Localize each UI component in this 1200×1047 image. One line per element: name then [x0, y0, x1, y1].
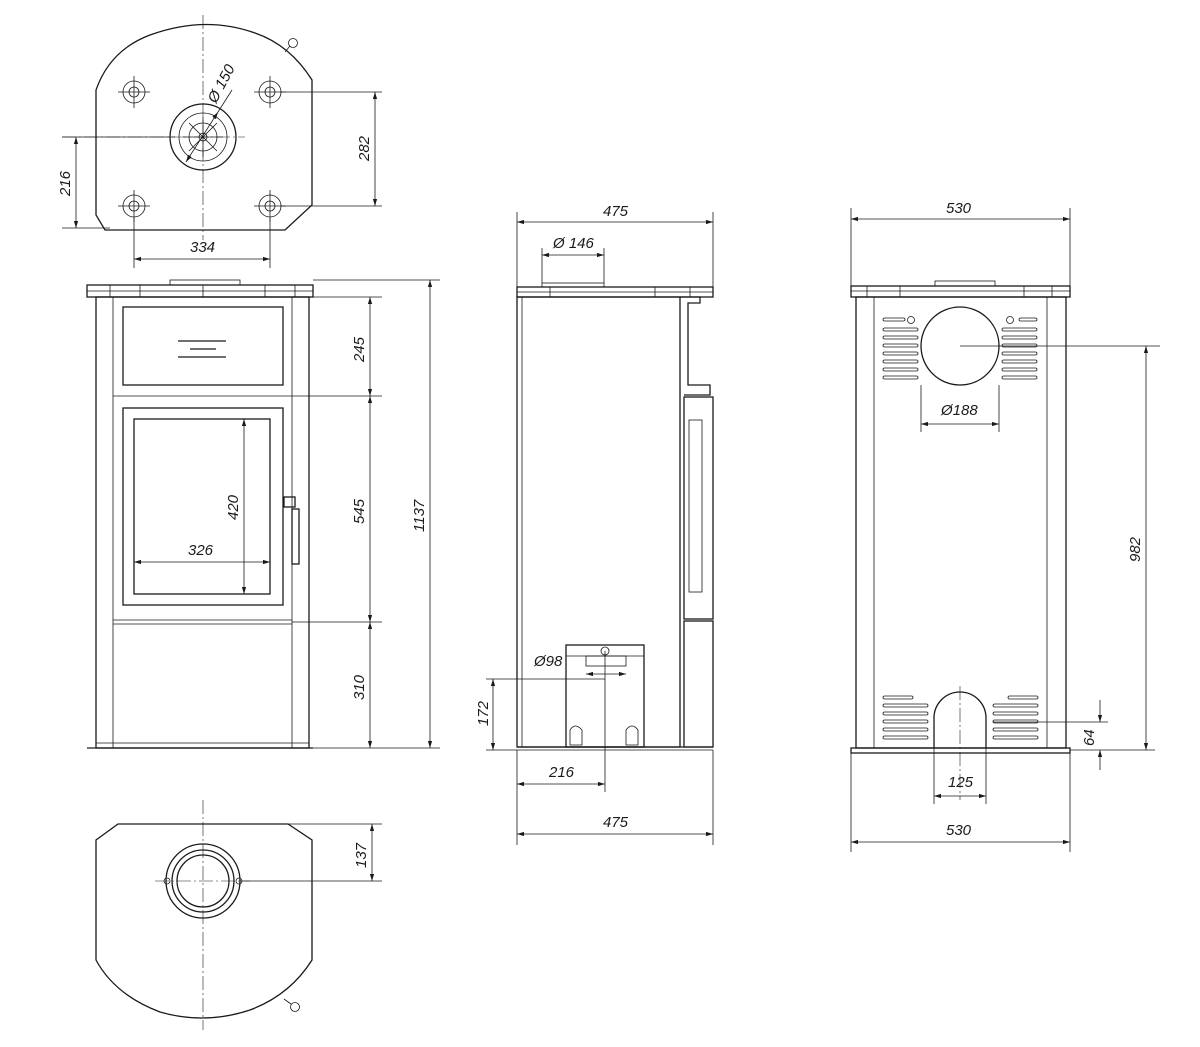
foot-top-left: [118, 76, 150, 108]
dim-172: 172: [475, 700, 492, 726]
rear-view: Ø188 530 982: [850, 200, 1160, 852]
foot-bottom-left: [118, 190, 150, 222]
side-view: 475 Ø 146 Ø98 172 216 475: [475, 203, 714, 845]
dim-245: 245: [351, 336, 368, 363]
dim-310: 310: [351, 674, 368, 700]
label-diameter-146: Ø 146: [552, 235, 595, 252]
dim-137: 137: [353, 842, 370, 868]
vent-slots-upper-right: [1001, 327, 1038, 380]
dim-216-top: 216: [57, 170, 74, 197]
dim-125: 125: [948, 774, 974, 791]
vent-slots-lower-right: [992, 703, 1039, 740]
dim-1137: 1137: [411, 499, 428, 532]
dim-420: 420: [225, 494, 242, 520]
dim-530-bottom: 530: [946, 822, 972, 839]
dim-282: 282: [356, 135, 373, 162]
dim-64: 64: [1081, 729, 1098, 746]
dim-982: 982: [1127, 536, 1144, 562]
dim-334: 334: [190, 239, 215, 256]
vent-slots-upper-left: [882, 327, 919, 380]
dim-475-bottom: 475: [603, 814, 629, 831]
dim-530-top: 530: [946, 200, 972, 217]
front-view: 245 545 310 1137 420 326: [86, 279, 440, 749]
dim-216-side: 216: [548, 764, 575, 781]
label-diameter-188: Ø188: [940, 402, 978, 419]
label-flue-diameter-150: Ø 150: [204, 61, 239, 107]
dim-545: 545: [351, 498, 368, 524]
dim-475-top: 475: [603, 203, 629, 220]
top-view: Ø 150 216 282 334: [57, 15, 382, 268]
dim-326: 326: [188, 542, 214, 559]
bottom-view: 137: [95, 800, 382, 1030]
label-diameter-98: Ø98: [533, 653, 563, 670]
vent-slots-lower-left: [882, 703, 929, 740]
